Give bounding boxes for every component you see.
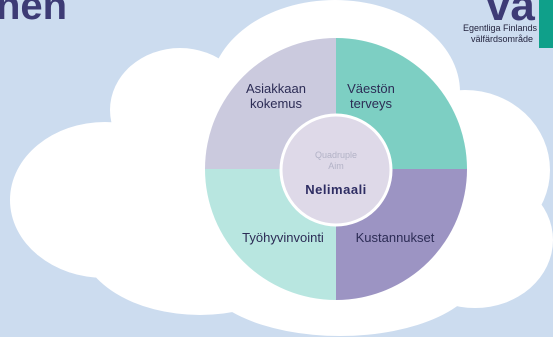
logo-line1: Egentliga Finlands <box>462 23 537 33</box>
label-top-left: Asiakkaan kokemus <box>236 81 316 111</box>
center-title: Nelimaali <box>305 182 367 197</box>
label-bottom-left: Työhyvinvointi <box>228 230 338 245</box>
label-top-right-line1: Väestön <box>347 81 395 96</box>
center-subtitle: Quadruple Aim <box>296 150 376 172</box>
label-top-right: Väestön terveys <box>340 81 402 111</box>
label-bottom-right-line1: Kustannukset <box>355 230 435 245</box>
logo: vä Egentliga Finlands välfärdsområde <box>423 0 553 50</box>
logo-line2: välfärdsområde <box>470 34 533 44</box>
logo-accent-bar <box>539 0 553 48</box>
center-subtitle-line2: Aim <box>328 161 344 171</box>
label-top-left-line2: kokemus <box>249 96 303 111</box>
center-subtitle-line1: Quadruple <box>314 150 358 160</box>
label-bottom-right: Kustannukset <box>340 230 450 245</box>
center-circle <box>279 113 393 227</box>
page-title-fragment: nen <box>0 0 68 28</box>
logo-wordmark: vä <box>486 0 535 30</box>
label-top-left-line1: Asiakkaan <box>246 81 306 96</box>
label-top-right-line2: terveys <box>350 96 392 111</box>
label-bottom-left-line1: Työhyvinvointi <box>242 230 324 245</box>
